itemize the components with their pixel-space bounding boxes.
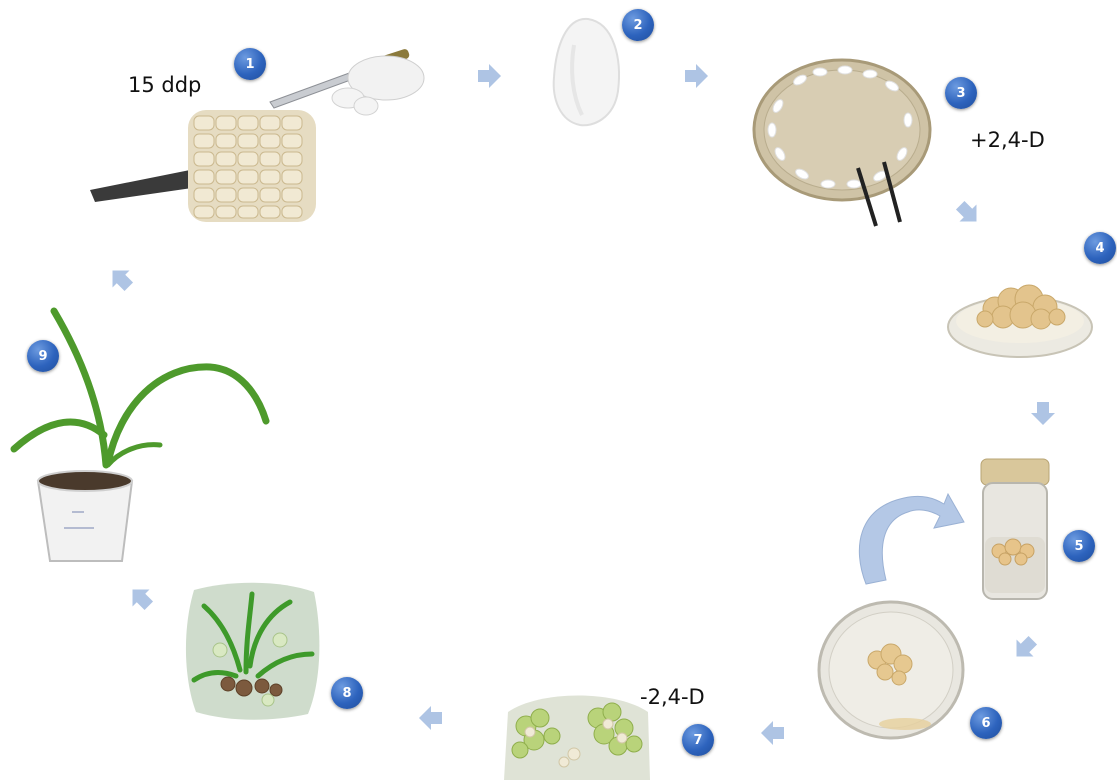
step-4-badge: 4	[1084, 232, 1116, 264]
step-7-label: -2,4-D	[640, 685, 705, 709]
arrow-9-to-1	[108, 266, 134, 292]
transfer-curved-arrow	[852, 488, 967, 588]
immature-embryo-illustration	[548, 15, 628, 130]
step-3-badge: 3	[945, 77, 977, 109]
step-3-label: +2,4-D	[970, 128, 1045, 152]
arrow-7-to-8	[418, 705, 444, 731]
step-1-badge: 1	[234, 48, 266, 80]
arrow-5-to-6	[1012, 635, 1038, 661]
arrow-1-to-2	[476, 63, 502, 89]
shoot-regeneration-illustration	[500, 688, 655, 780]
subculture-dish-illustration	[815, 598, 970, 743]
arrow-3-to-4	[955, 200, 981, 226]
step-9-badge: 9	[27, 340, 59, 372]
step-2-badge: 2	[622, 9, 654, 41]
arrow-8-to-9	[128, 585, 154, 611]
arrow-4-to-5	[1030, 400, 1056, 426]
arrow-6-to-7	[760, 720, 786, 746]
arrow-2-to-3	[683, 63, 709, 89]
step-5-badge: 5	[1063, 530, 1095, 562]
step-6-badge: 6	[970, 707, 1002, 739]
step-1-label: 15 ddp	[128, 73, 201, 97]
step-8-badge: 8	[331, 677, 363, 709]
culture-jar-illustration	[975, 455, 1055, 605]
step-7-badge: 7	[682, 724, 714, 756]
embryogenic-callus-illustration	[945, 255, 1095, 365]
petri-dish-embryos-illustration	[750, 50, 950, 230]
plantlet-illustration	[180, 580, 325, 722]
